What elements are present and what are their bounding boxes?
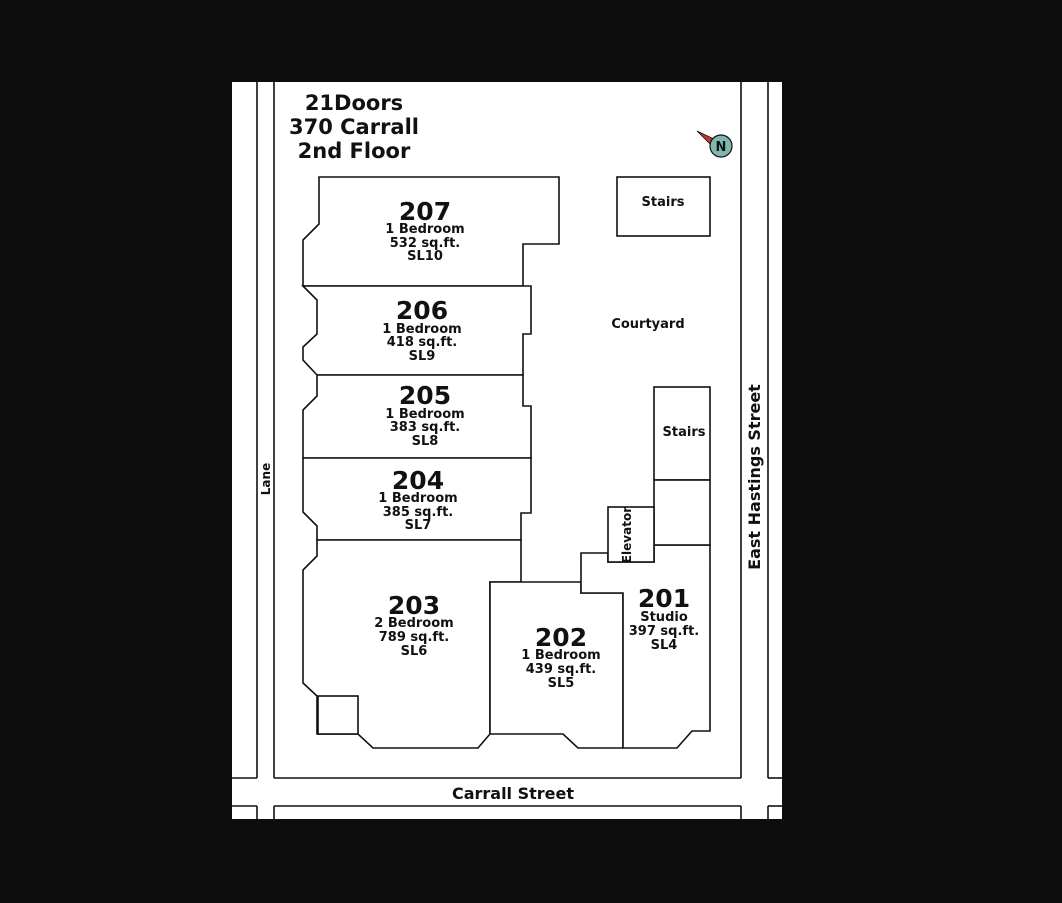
- unit-206-type: 1 Bedroom: [382, 322, 461, 337]
- building-address: 370 Carrall: [289, 115, 419, 139]
- unit-203-strata: SL6: [401, 644, 428, 659]
- floor-label: 2nd Floor: [298, 139, 411, 163]
- carrall-street-label: Carrall Street: [452, 784, 574, 803]
- unit-202-type: 1 Bedroom: [521, 648, 600, 663]
- unit-205-size: 383 sq.ft.: [390, 420, 460, 435]
- unit-203-size: 789 sq.ft.: [379, 630, 449, 645]
- unit-206-size: 418 sq.ft.: [387, 335, 457, 350]
- building-name: 21Doors: [305, 91, 403, 115]
- unit-204-type: 1 Bedroom: [378, 491, 457, 506]
- stairs-right-label: Stairs: [663, 425, 706, 440]
- stairs-top-box: [616, 176, 711, 237]
- unit-202-label: 202 1 Bedroom 439 sq.ft. SL5: [521, 623, 600, 691]
- lane-label: Lane: [259, 463, 273, 495]
- unit-203-label: 203 2 Bedroom 789 sq.ft. SL6: [374, 591, 453, 659]
- unit-204-size: 385 sq.ft.: [383, 505, 453, 520]
- unit-207-type: 1 Bedroom: [385, 222, 464, 237]
- east-hastings-street-label: East Hastings Street: [745, 384, 764, 570]
- elevator-label: Elevator: [620, 507, 634, 563]
- street-lines: [232, 82, 782, 819]
- unit-204-strata: SL7: [405, 518, 432, 533]
- unit-203-type: 2 Bedroom: [374, 616, 453, 631]
- unit-201-type: Studio: [640, 610, 688, 625]
- unit-206-strata: SL9: [409, 349, 436, 364]
- unit-203-number: 203: [388, 591, 440, 620]
- stairs-right-box: [653, 386, 711, 481]
- unit-202-size: 439 sq.ft.: [526, 662, 596, 677]
- unit-202-strata: SL5: [548, 676, 575, 691]
- unit-207-number: 207: [399, 197, 451, 226]
- unit-205-number: 205: [399, 381, 451, 410]
- unit-201-size: 397 sq.ft.: [629, 624, 699, 639]
- elevator-box: [607, 506, 655, 563]
- unit-204-number: 204: [392, 466, 444, 495]
- unit-205-type: 1 Bedroom: [385, 407, 464, 422]
- north-letter: N: [716, 140, 727, 155]
- unit-207-strata: SL10: [407, 249, 443, 264]
- unit-201-strata: SL4: [651, 638, 678, 653]
- unit-206-number: 206: [396, 296, 448, 325]
- unit-204-label: 204 1 Bedroom 385 sq.ft. SL7: [378, 466, 457, 533]
- courtyard-label: Courtyard: [611, 317, 684, 332]
- unit-207-size: 532 sq.ft.: [390, 236, 460, 251]
- stairs-right-lower-box: [653, 479, 711, 546]
- unit-205-strata: SL8: [412, 434, 439, 449]
- stairs-top-label: Stairs: [642, 195, 685, 210]
- unit-202-number: 202: [535, 623, 587, 652]
- unit-206-label: 206 1 Bedroom 418 sq.ft. SL9: [382, 296, 461, 364]
- unit-201-number: 201: [638, 584, 690, 613]
- unit-203-balcony: [317, 695, 359, 735]
- north-arrow-icon: N: [696, 130, 733, 158]
- unit-207-label: 207 1 Bedroom 532 sq.ft. SL10: [385, 197, 464, 264]
- unit-201-label: 201 Studio 397 sq.ft. SL4: [629, 584, 699, 653]
- unit-205-label: 205 1 Bedroom 383 sq.ft. SL8: [385, 381, 464, 449]
